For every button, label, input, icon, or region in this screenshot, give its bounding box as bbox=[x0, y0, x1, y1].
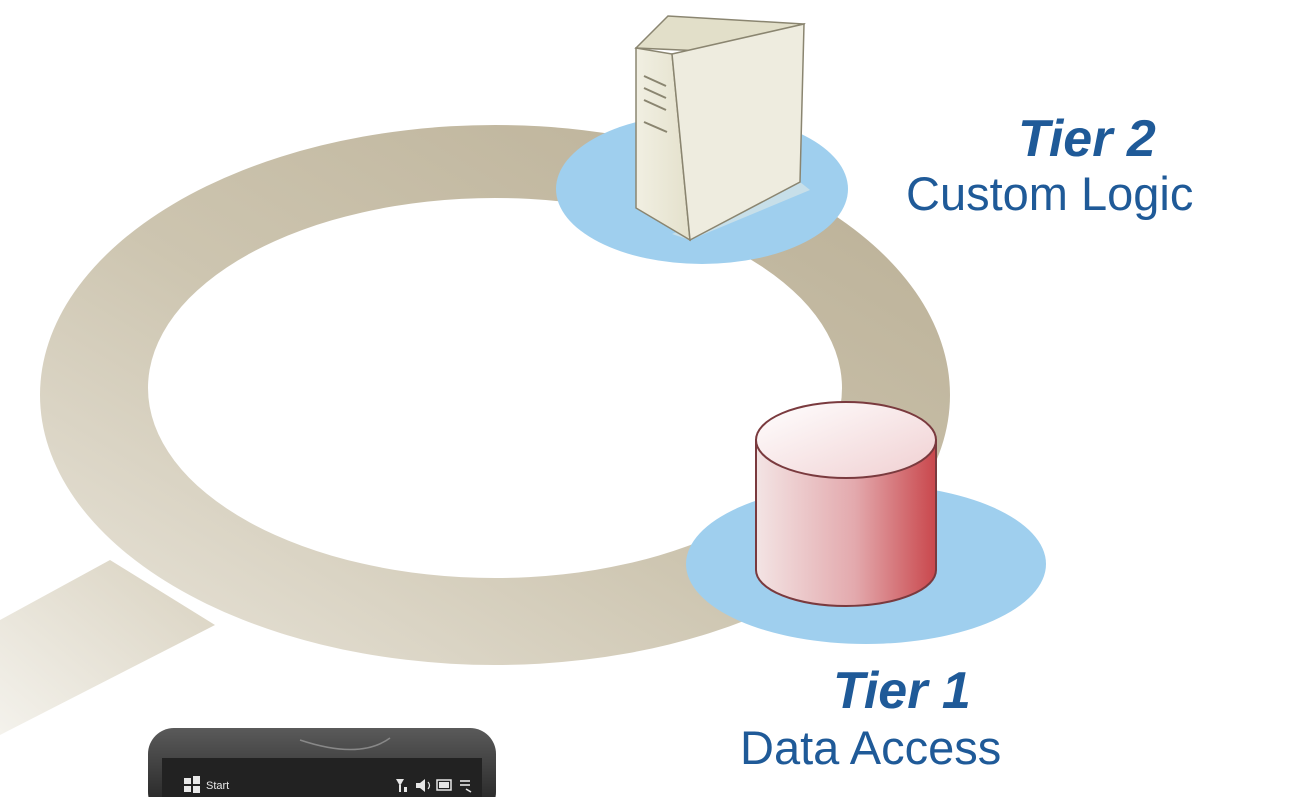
tier2-title: Tier 2 bbox=[1018, 110, 1156, 168]
server-tower-icon bbox=[634, 15, 810, 242]
tier1-title: Tier 1 bbox=[833, 662, 971, 720]
battery-icon bbox=[436, 779, 452, 791]
sync-icon bbox=[460, 780, 472, 793]
tier1-node bbox=[686, 401, 1046, 644]
ring-handle bbox=[0, 560, 215, 735]
start-windows-icon bbox=[184, 776, 200, 793]
tier2-subtitle: Custom Logic bbox=[906, 167, 1194, 220]
phone-start-label: Start bbox=[206, 780, 229, 792]
signal-icon bbox=[396, 779, 407, 792]
tier2-node bbox=[556, 15, 848, 264]
tier1-subtitle: Data Access bbox=[740, 721, 1002, 774]
mobile-phone-icon: Start bbox=[148, 728, 496, 802]
database-cylinder-icon bbox=[755, 401, 937, 607]
volume-icon bbox=[416, 779, 431, 792]
